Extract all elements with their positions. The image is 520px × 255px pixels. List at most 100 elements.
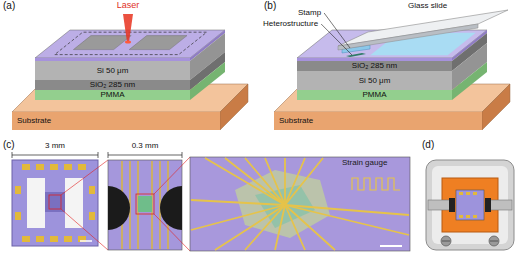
gold-pad — [50, 164, 58, 170]
gold-pad — [473, 192, 477, 195]
screw-slot — [442, 241, 450, 242]
gold-pad — [78, 164, 86, 170]
sample-square — [73, 36, 131, 50]
layer-label: Substrate — [279, 117, 313, 125]
layer-band: Si 50 μm — [35, 61, 190, 80]
electrode — [265, 158, 285, 205]
gold-pad — [22, 164, 30, 170]
substrate-side — [220, 84, 248, 130]
layer-band: PMMA — [297, 90, 452, 100]
layer-band: SiO₂ 285 nm — [35, 80, 190, 90]
panel-letter: (b) — [264, 1, 276, 11]
gold-pad — [466, 215, 470, 218]
substrate-side — [482, 84, 510, 130]
layer-band: Substrate — [12, 112, 220, 130]
glass-slide-edge — [338, 24, 478, 50]
chip — [456, 190, 484, 220]
device-image — [190, 157, 410, 251]
layer-label: SiO₂ 285 nm — [352, 62, 397, 70]
electrode — [285, 158, 323, 205]
gold-pad — [64, 164, 72, 170]
dimension-tick — [12, 152, 13, 158]
layer-label: PMMA — [363, 91, 387, 99]
gold-pad — [15, 212, 21, 220]
electrodes — [191, 158, 409, 250]
sample-square — [129, 36, 187, 50]
electrode — [285, 205, 305, 250]
electrode — [245, 205, 285, 250]
dimension-label: 0.3 mm — [132, 142, 159, 150]
electrode — [245, 158, 285, 205]
layer-label: PMMA — [101, 91, 125, 99]
dimension-line — [12, 155, 98, 156]
zoom-line — [61, 160, 108, 195]
electrode — [285, 158, 305, 205]
layer-label: Substrate — [17, 117, 51, 125]
laser-label: Laser — [117, 1, 140, 10]
dimension-line — [108, 155, 182, 156]
electrode — [285, 205, 409, 235]
screw — [489, 236, 499, 246]
electrode — [284, 158, 286, 205]
gold-pad — [459, 215, 463, 218]
layer-band: Si 50 μm — [297, 71, 452, 90]
laser-spot — [125, 41, 131, 44]
zoom-line — [61, 209, 108, 250]
gold-pad — [64, 236, 72, 242]
part-label: Glass slide — [408, 2, 447, 10]
panel-letter: (c) — [3, 140, 15, 150]
gold-pad — [36, 164, 44, 170]
gold-pad — [22, 236, 30, 242]
scale-bar — [80, 240, 92, 242]
gold-pad — [466, 192, 470, 195]
gold-pad — [89, 186, 95, 194]
leader-line — [321, 24, 352, 55]
clamp — [485, 198, 491, 212]
electrode — [191, 200, 285, 205]
layer-label: SiO₂ 285 nm — [90, 81, 135, 89]
layer-label: Si 50 μm — [97, 67, 129, 75]
part-label: Heterostructure — [263, 20, 318, 28]
gold-pad — [89, 212, 95, 220]
laser-beam — [123, 14, 133, 42]
electrode — [225, 158, 285, 205]
zoom-line — [154, 214, 190, 251]
device-area — [138, 196, 152, 212]
zoom-box — [49, 195, 61, 209]
chip-image — [12, 160, 98, 246]
zoom-box — [136, 194, 154, 214]
gold-pad — [50, 236, 58, 242]
gold-pad — [36, 236, 44, 242]
layer-band: Substrate — [274, 112, 482, 130]
panel-letter: (d) — [422, 140, 434, 150]
glass-slide — [338, 10, 508, 46]
layer-band: PMMA — [35, 90, 190, 100]
screw-slot — [490, 241, 498, 242]
scale-bar — [380, 245, 402, 247]
clamp — [449, 198, 455, 212]
clamp-arm — [428, 200, 450, 210]
dark-region — [108, 186, 130, 230]
part-label: Strain gauge — [342, 159, 387, 167]
dimension-tick — [98, 152, 99, 158]
heterostructure — [346, 53, 366, 57]
gold-pad — [15, 186, 21, 194]
dimension-tick — [182, 152, 183, 158]
strain-gauge-symbol — [352, 178, 400, 190]
chip-slot — [27, 178, 45, 228]
panel-letter: (a) — [3, 1, 15, 11]
electrode — [275, 205, 285, 250]
layer-band: SiO₂ 285 nm — [297, 61, 452, 71]
orange-plate — [442, 178, 498, 232]
gold-pad — [459, 192, 463, 195]
dimension-tick — [108, 152, 109, 158]
part-label: Stamp — [298, 9, 321, 17]
chip-bridge — [45, 192, 65, 212]
zoom-line — [154, 157, 190, 194]
clamp-arm — [490, 200, 512, 210]
electrode — [191, 205, 285, 230]
electrode — [215, 205, 285, 250]
block-side — [452, 62, 487, 100]
layer-label: Si 50 μm — [359, 77, 391, 85]
